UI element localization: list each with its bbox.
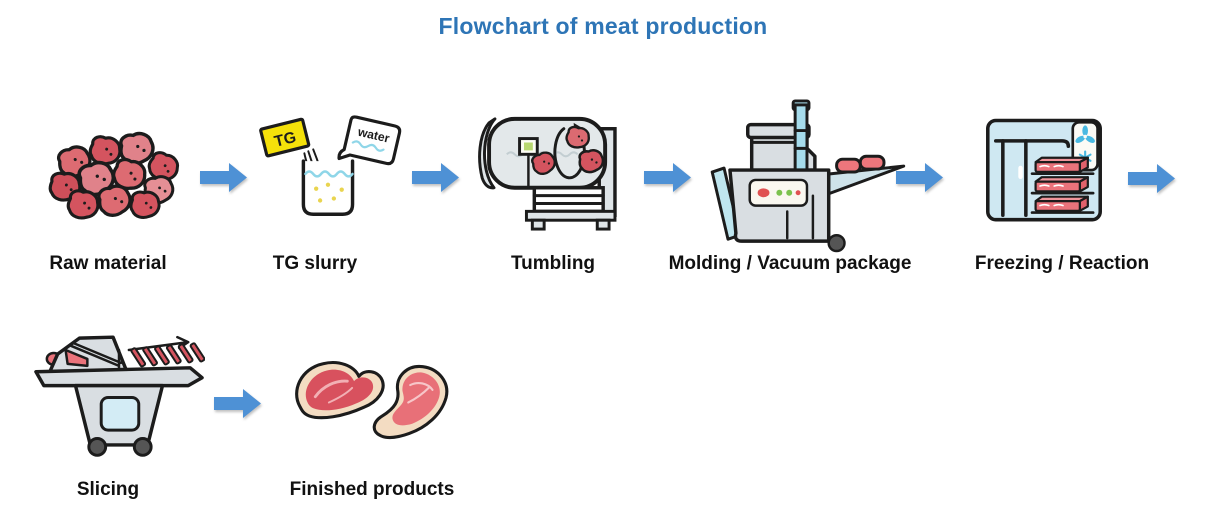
flow-arrow-1 bbox=[200, 163, 247, 192]
flow-arrow-6 bbox=[214, 389, 261, 418]
raw-material-icon bbox=[45, 128, 185, 228]
flow-arrow-2 bbox=[412, 163, 459, 192]
step-label-freezing: Freezing / Reaction bbox=[974, 253, 1150, 274]
molding-vacuum-machine-icon bbox=[703, 97, 908, 253]
flow-arrow-3 bbox=[644, 163, 691, 192]
flow-arrow-4 bbox=[896, 163, 943, 192]
step-label-slicing: Slicing bbox=[76, 479, 140, 500]
slicing-machine-icon bbox=[32, 332, 205, 459]
step-label-molding: Molding / Vacuum package bbox=[668, 253, 912, 274]
steaks-icon bbox=[286, 356, 456, 448]
tg-packet-label: TG bbox=[273, 129, 298, 151]
step-label-tg-slurry: TG slurry bbox=[272, 253, 358, 274]
step-label-raw-material: Raw material bbox=[49, 253, 167, 274]
page-title: Flowchart of meat production bbox=[438, 13, 768, 39]
flow-arrow-5 bbox=[1128, 164, 1175, 193]
step-label-finished: Finished products bbox=[289, 479, 455, 500]
tumbling-machine-icon bbox=[478, 113, 628, 233]
step-label-tumbling: Tumbling bbox=[510, 253, 596, 274]
fan-icon bbox=[1075, 125, 1095, 143]
tg-slurry-icon: TG water bbox=[246, 112, 406, 228]
freezer-icon bbox=[978, 117, 1110, 225]
